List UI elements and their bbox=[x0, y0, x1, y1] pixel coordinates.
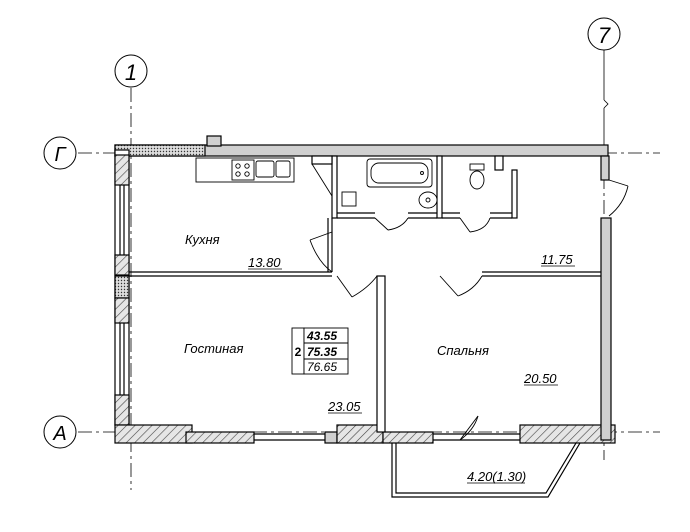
kitchen-counter bbox=[195, 157, 295, 183]
living-name: Гостиная bbox=[184, 341, 244, 356]
grid-axes bbox=[78, 50, 660, 490]
balcony-area: 4.20(1.30) bbox=[467, 469, 526, 484]
area-summary: 2 43.55 75.35 76.65 bbox=[291, 327, 349, 375]
interior-walls bbox=[129, 155, 601, 433]
total-area-with-balcony: 76.65 bbox=[307, 360, 337, 374]
axis-marker-7: 7 bbox=[587, 17, 621, 51]
living-area: 23.05 bbox=[327, 399, 361, 414]
room-labels: Кухня 13.80 11.75 Гостиная 23.05 Спальня… bbox=[184, 232, 575, 484]
axis-marker-1: 1 bbox=[114, 54, 148, 88]
kitchen-name: Кухня bbox=[185, 232, 220, 247]
exterior-walls bbox=[114, 135, 616, 444]
interior-doors bbox=[309, 163, 491, 441]
entrance-door bbox=[608, 179, 629, 217]
bedroom-area: 20.50 bbox=[523, 371, 557, 386]
axis-label-g: Г bbox=[55, 144, 68, 166]
rooms-count: 2 bbox=[295, 345, 302, 359]
axis-label-7: 7 bbox=[598, 23, 611, 48]
total-area: 75.35 bbox=[307, 345, 337, 359]
bathroom-fixtures bbox=[341, 158, 485, 209]
living-area-total: 43.55 bbox=[306, 329, 337, 343]
axis-label-a: А bbox=[52, 423, 66, 445]
bath-area: 11.75 bbox=[541, 252, 573, 267]
balcony bbox=[391, 442, 581, 498]
kitchen-area: 13.80 bbox=[248, 255, 281, 270]
bedroom-name: Спальня bbox=[437, 343, 489, 358]
axis-marker-g: Г bbox=[43, 136, 77, 170]
axis-marker-a: А bbox=[43, 415, 77, 449]
axis-label-1: 1 bbox=[125, 60, 137, 85]
